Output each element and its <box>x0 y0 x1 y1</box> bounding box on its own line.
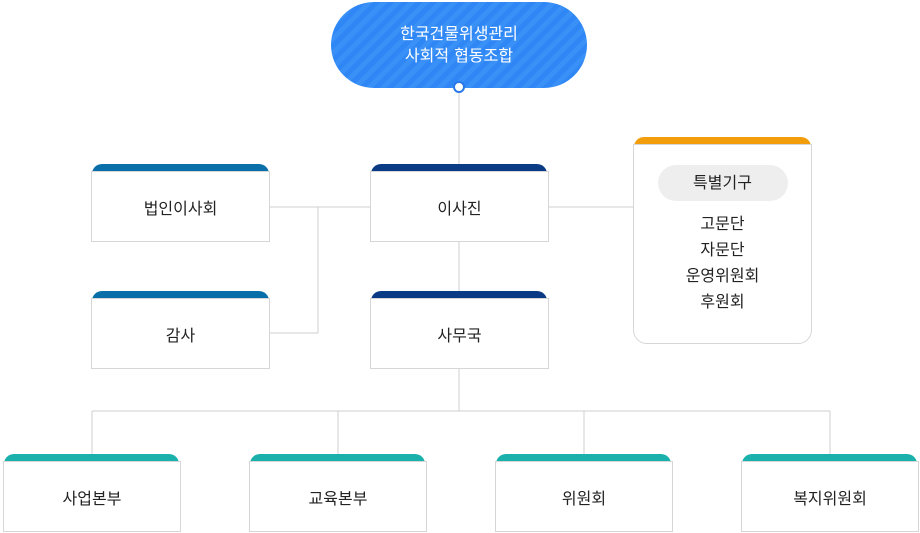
board-cap <box>92 164 269 174</box>
special-item-steering-committee: 운영위원회 <box>685 266 760 285</box>
directors-cap <box>371 164 547 174</box>
special-body-list: 고문단 자문단 운영위원회 후원회 <box>634 211 811 315</box>
division-business: 사업본부 <box>3 461 181 532</box>
auditor-label: 감사 <box>165 325 196 345</box>
special-item-advisors: 고문단 <box>700 214 745 233</box>
board-node: 법인이사회 <box>91 171 270 242</box>
root-title-line2: 사회적 협동조합 <box>404 46 514 65</box>
board-label: 법인이사회 <box>143 198 218 218</box>
division-welfare-label: 복지위원회 <box>793 488 867 508</box>
special-item-consultants: 자문단 <box>700 240 745 259</box>
division-cap-committee <box>496 454 671 464</box>
special-cap <box>634 137 811 147</box>
root-node: 한국건물위생관리 사회적 협동조합 <box>331 2 587 88</box>
division-education-label: 교육본부 <box>308 488 368 508</box>
special-body-node: 특별기구 고문단 자문단 운영위원회 후원회 <box>633 144 812 344</box>
auditor-node: 감사 <box>91 298 270 369</box>
auditor-cap <box>92 291 269 301</box>
special-item-supporters: 후원회 <box>700 292 745 311</box>
division-welfare: 복지위원회 <box>741 461 919 532</box>
special-body-title: 특별기구 <box>657 165 788 201</box>
directors-node: 이사진 <box>370 171 549 242</box>
division-business-label: 사업본부 <box>62 488 122 508</box>
division-cap-business <box>4 454 179 464</box>
directors-label: 이사진 <box>437 198 482 218</box>
root-connector-dot <box>453 81 465 93</box>
division-committee-label: 위원회 <box>561 488 607 508</box>
division-cap-welfare <box>742 454 917 464</box>
secretariat-node: 사무국 <box>370 298 549 369</box>
division-committee: 위원회 <box>495 461 673 532</box>
root-title-line1: 한국건물위생관리 <box>400 24 518 43</box>
secretariat-cap <box>371 291 547 301</box>
secretariat-label: 사무국 <box>437 325 482 345</box>
division-education: 교육본부 <box>249 461 427 532</box>
division-cap-education <box>250 454 425 464</box>
